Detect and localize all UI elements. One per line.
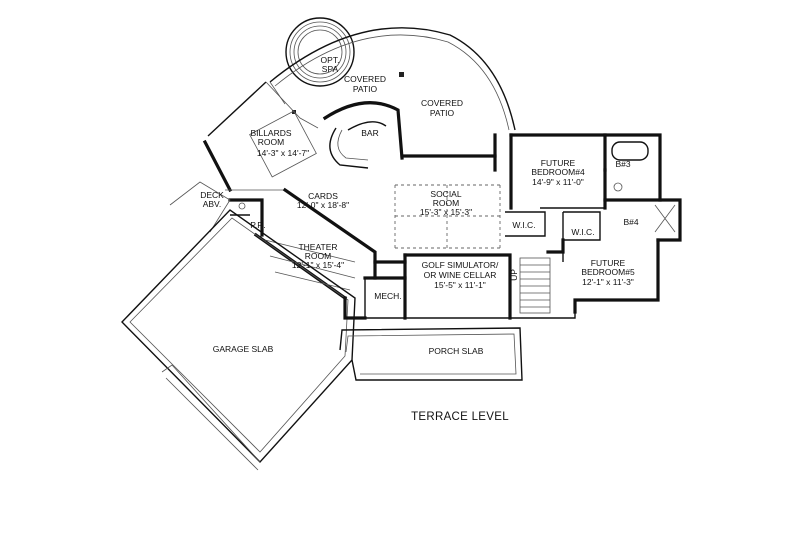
garage-slab-outline	[121, 209, 356, 471]
theater-label-1: THEATER	[298, 242, 337, 252]
golf-simulator-walls	[403, 253, 512, 320]
billiards-room-walls	[202, 81, 319, 193]
bar-label: BAR	[361, 128, 378, 138]
garage-label: GARAGE SLAB	[213, 344, 274, 354]
billiards-dims: 14'-3" x 14'-7"	[257, 148, 309, 158]
covered-patio-2-label-1: COVERED	[421, 98, 463, 108]
future-bed4-label-1: FUTURE	[541, 158, 576, 168]
cards-dims: 12'-0" x 18'-8"	[297, 200, 349, 210]
central-walls	[394, 133, 501, 249]
future-bedroom-5-walls	[546, 238, 660, 314]
mech-label: MECH.	[374, 291, 401, 301]
bath4-label: B#4	[623, 217, 638, 227]
opt-spa-label-1: OPT.	[321, 55, 340, 65]
porch-slab-outline	[339, 327, 523, 381]
opt-spa-label-2: SPA	[322, 64, 339, 74]
wic1-label: W.I.C.	[512, 220, 535, 230]
porch-label: PORCH SLAB	[429, 346, 484, 356]
deck-label-2: ABV.	[203, 199, 222, 209]
covered-patio-1-label-1: COVERED	[344, 74, 386, 84]
billiards-label-2: ROOM	[258, 137, 284, 147]
future-bed4-label-2: BEDROOM#4	[531, 167, 585, 177]
stair-up-label: UP	[509, 269, 519, 281]
level-label: TERRACE LEVEL	[411, 411, 509, 423]
cards-label: CARDS	[308, 191, 338, 201]
outer-walls-bottom	[343, 296, 576, 320]
bath3-label: B#3	[615, 159, 630, 169]
bath-4-walls	[603, 198, 682, 242]
future-bed5-label-1: FUTURE	[591, 258, 626, 268]
future-bed4-dims: 14'-9" x 11'-0"	[532, 177, 584, 187]
social-dims: 15'-3" x 15'-3"	[420, 207, 472, 217]
theater-label-2: ROOM	[305, 251, 331, 261]
golf-dims: 15'-5" x 11'-1"	[434, 280, 486, 290]
bath-3-walls	[603, 133, 662, 202]
powder-room-walls	[228, 198, 264, 237]
bar-counter	[322, 101, 404, 169]
social-label-2: ROOM	[433, 198, 459, 208]
deck-outline	[169, 181, 231, 233]
stair	[519, 257, 551, 314]
wic-walls	[505, 211, 601, 241]
room-labels: OPT. SPA COVERED PATIO COVERED PATIO BIL…	[200, 55, 639, 356]
mech-room-walls	[363, 260, 407, 319]
golf-label-1: GOLF SIMULATOR/	[422, 260, 499, 270]
covered-patio-1-label-2: PATIO	[353, 84, 378, 94]
covered-patio-2-label-2: PATIO	[430, 108, 455, 118]
future-bed5-dims: 12'-1" x 11'-3"	[582, 277, 634, 287]
wic2-label: W.I.C.	[571, 227, 594, 237]
theater-dims: 12'-1" x 15'-4"	[292, 260, 344, 270]
social-label-1: SOCIAL	[430, 189, 461, 199]
billiards-label-1: BILLARDS	[250, 128, 291, 138]
golf-label-2: OR WINE CELLAR	[424, 270, 497, 280]
future-bed5-label-2: BEDROOM#5	[581, 267, 635, 277]
deck-label-1: DECK	[200, 190, 224, 200]
opt-spa-outline	[285, 17, 355, 87]
pr-label: P.R.	[250, 220, 265, 230]
